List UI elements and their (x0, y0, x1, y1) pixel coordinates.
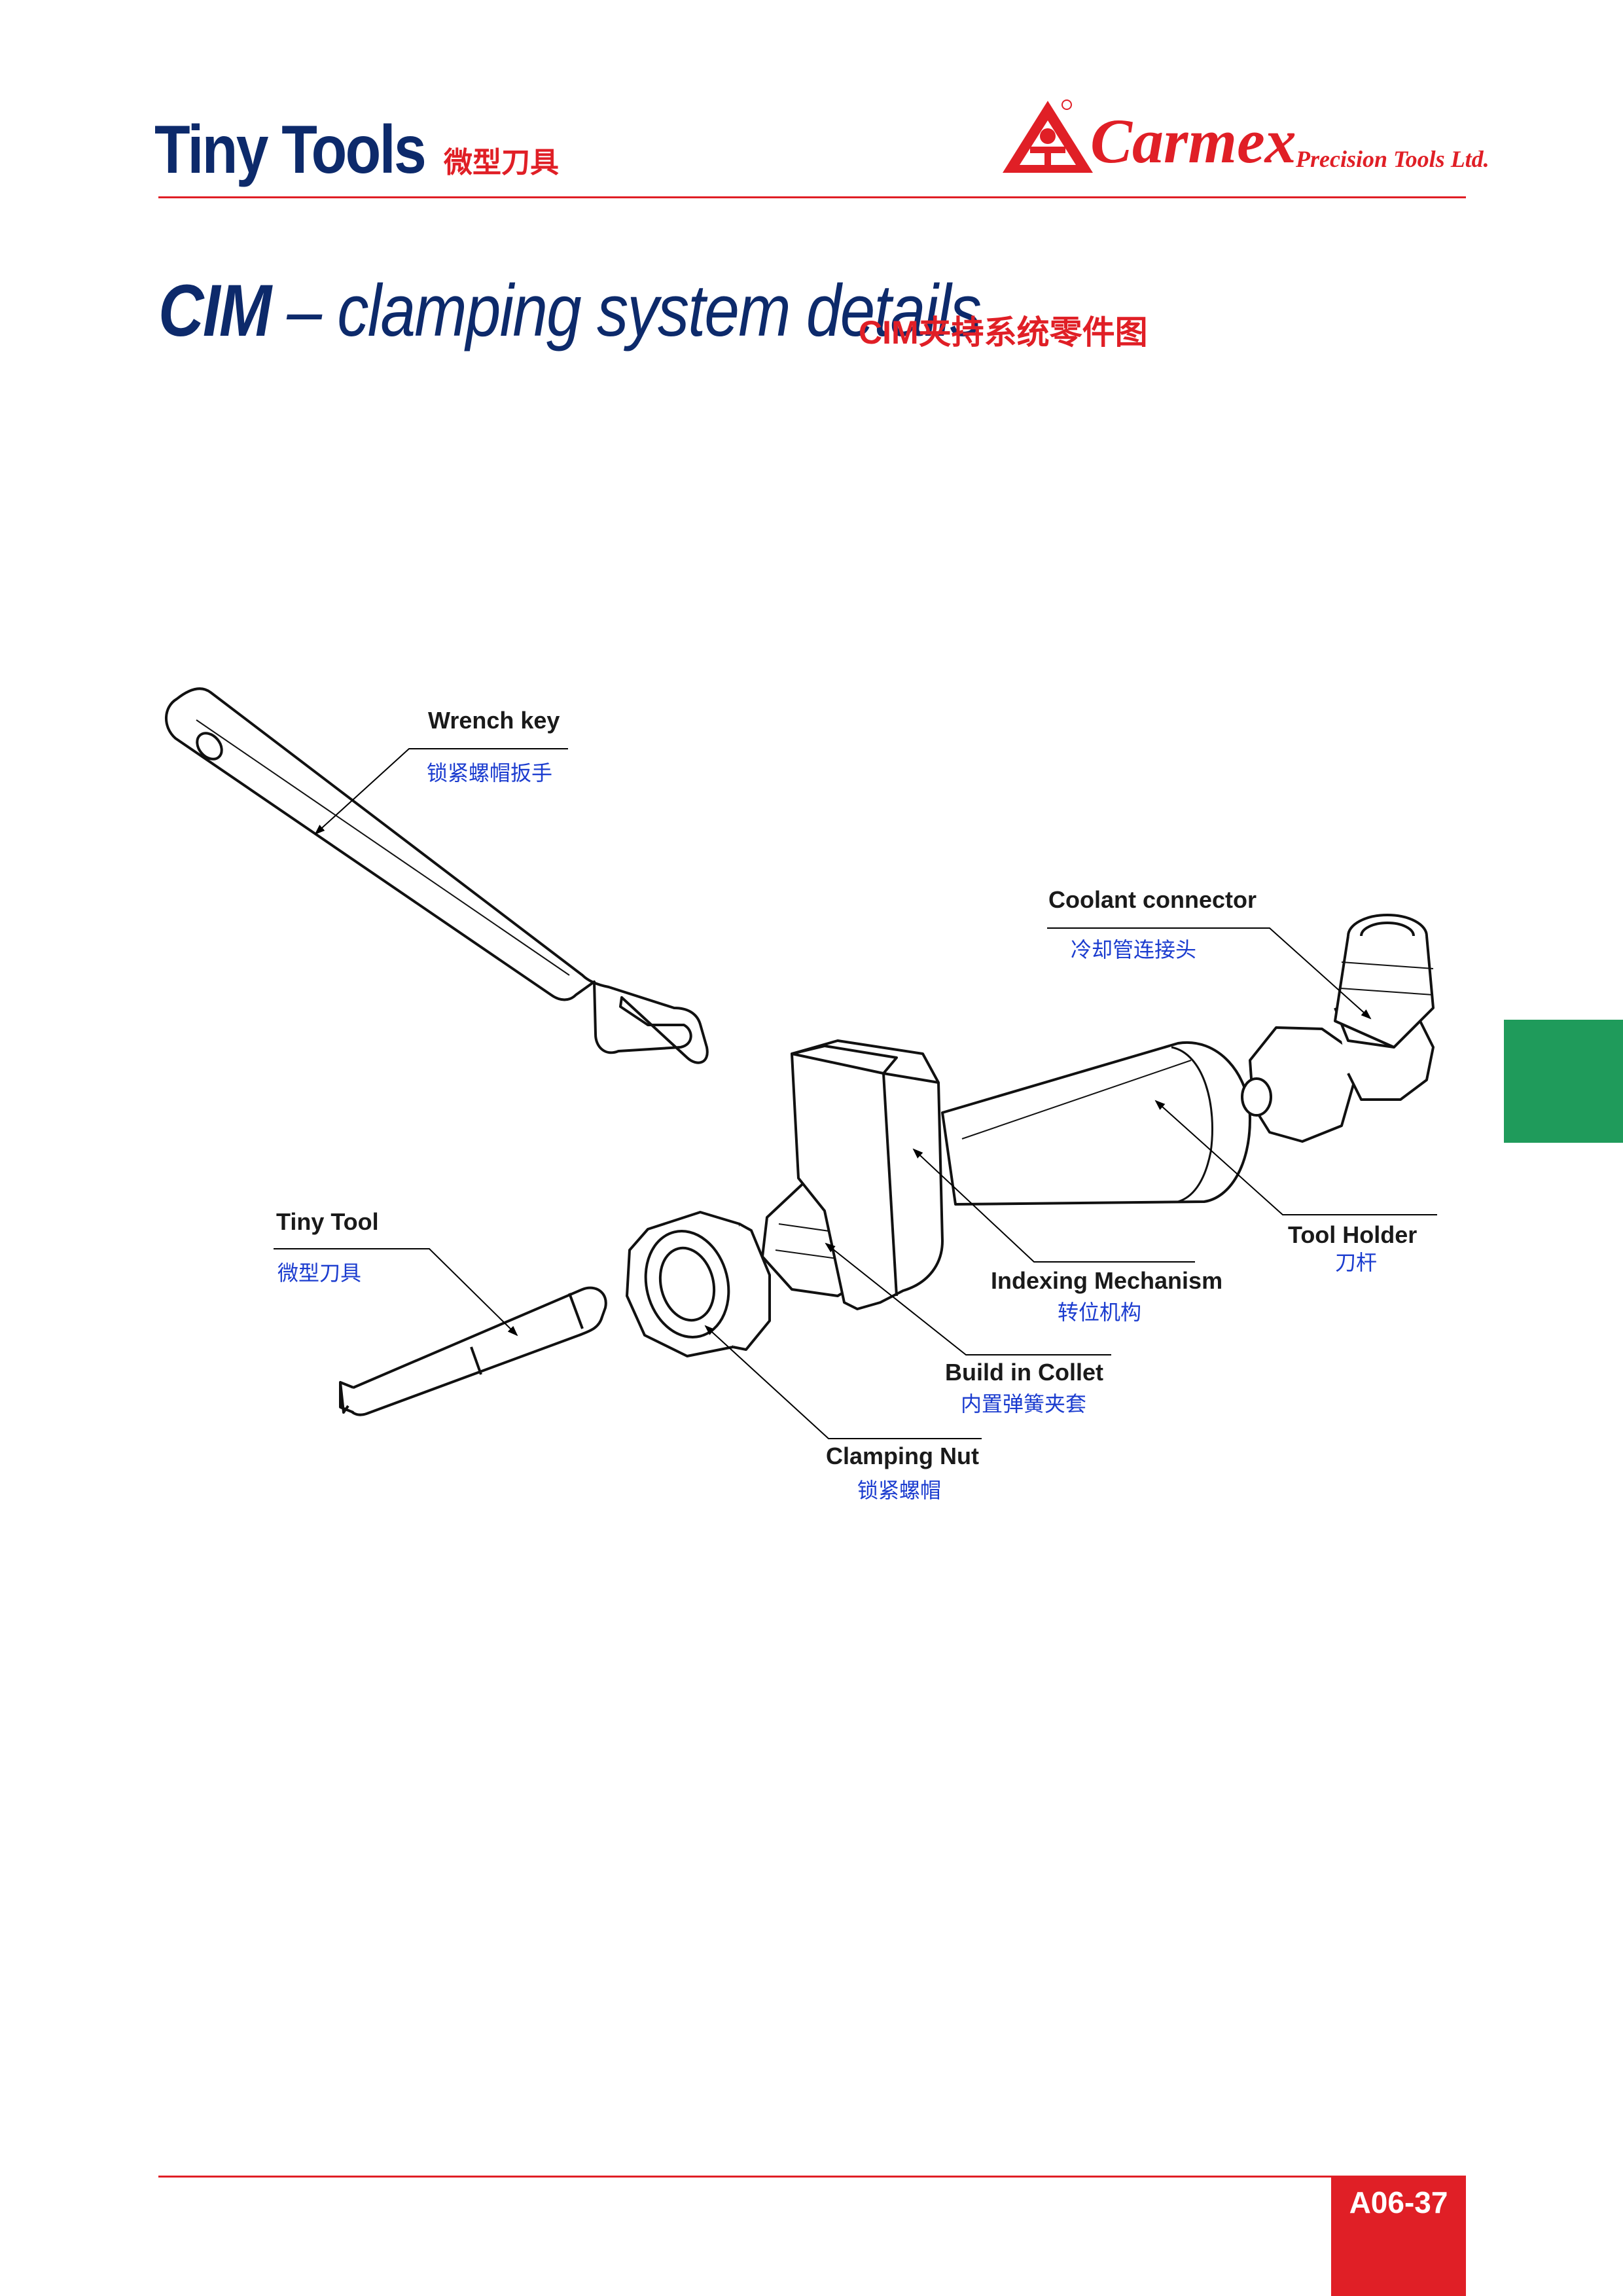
header-divider (158, 196, 1466, 198)
section-title: CIM – clamping system details (158, 268, 982, 353)
tiny-tool-label-cn: 微型刀具 (277, 1261, 362, 1285)
coolant-connector-leader (1047, 927, 1372, 1020)
brand-name: Carmex (1090, 106, 1296, 176)
tiny-tool-leader (274, 1248, 518, 1336)
page-number-box (1331, 2177, 1466, 2296)
collet-leader (825, 1242, 1111, 1355)
wrench-key-part (165, 687, 709, 1064)
coolant-connector-label: Coolant connector (1048, 886, 1257, 913)
build-in-collet-label-cn: 内置弹簧夹套 (961, 1392, 1087, 1416)
coolant-connector-label-cn: 冷却管连接头 (1071, 938, 1197, 961)
clamping-nut-label-cn: 锁紧螺帽 (857, 1479, 942, 1502)
indexing-mechanism-part (791, 1039, 944, 1310)
tool-holder-part (941, 1041, 1251, 1206)
clamping-nut-part (626, 1211, 771, 1357)
tiny-tool-part (339, 1286, 607, 1416)
indexing-mechanism-leader (912, 1148, 1195, 1263)
indexing-mechanism-label: Indexing Mechanism (991, 1267, 1223, 1294)
section-title-rest: – clamping system details (270, 270, 982, 351)
section-side-tab (1504, 1020, 1623, 1143)
section-title-cn: CIM夹持系统零件图 (859, 314, 1148, 351)
tiny-tool-label: Tiny Tool (276, 1208, 379, 1235)
coolant-connector-part (1241, 914, 1435, 1143)
wrench-key-leader (314, 748, 568, 835)
header-title-cn: 微型刀具 (444, 147, 559, 179)
wrench-key-label-cn: 锁紧螺帽扳手 (427, 761, 553, 785)
brand-subtitle: Precision Tools Ltd. (1296, 146, 1489, 172)
tool-holder-label: Tool Holder (1288, 1221, 1418, 1248)
section-title-bold: CIM (158, 270, 272, 351)
clamping-nut-leader (704, 1325, 982, 1439)
footer-divider (158, 2176, 1466, 2178)
tool-holder-leader (1154, 1100, 1437, 1215)
header-title: Tiny Tools (154, 112, 427, 188)
wrench-key-label: Wrench key (428, 707, 560, 734)
page-number: A06-37 (1349, 2185, 1448, 2219)
carmex-logo-icon (1003, 99, 1093, 173)
indexing-mechanism-label-cn: 转位机构 (1058, 1300, 1142, 1324)
tool-holder-label-cn: 刀杆 (1335, 1251, 1378, 1274)
clamping-nut-label: Clamping Nut (826, 1443, 979, 1469)
build-in-collet-label: Build in Collet (945, 1359, 1103, 1386)
